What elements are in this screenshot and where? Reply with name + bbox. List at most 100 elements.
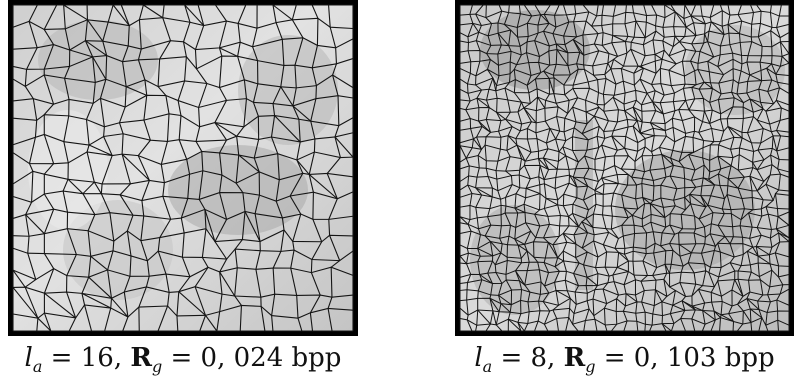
mesh-line xyxy=(81,4,96,332)
mesh-image-left xyxy=(8,0,358,336)
mesh-line xyxy=(498,294,512,306)
mesh-line xyxy=(244,211,261,242)
mesh-line xyxy=(547,242,559,258)
mesh-line xyxy=(507,135,518,146)
mesh-line xyxy=(477,248,493,257)
mesh-line xyxy=(674,11,687,28)
mesh-line xyxy=(727,24,740,34)
mesh-line xyxy=(63,4,88,21)
mesh-line xyxy=(459,216,469,225)
mesh-line xyxy=(771,63,777,75)
mesh-line xyxy=(308,174,338,200)
mesh-line xyxy=(727,126,743,139)
mesh-line xyxy=(776,228,790,239)
mesh-line xyxy=(157,4,172,332)
mesh-line xyxy=(475,4,484,332)
mesh-line xyxy=(755,246,770,256)
mesh-line xyxy=(43,4,58,332)
mesh-line xyxy=(517,322,525,332)
mesh-line xyxy=(37,317,52,332)
mesh-line xyxy=(664,264,670,274)
mesh-line xyxy=(308,4,323,332)
mesh-line xyxy=(573,176,588,187)
mesh-line xyxy=(238,154,260,173)
mesh-line xyxy=(601,177,619,184)
mesh-line xyxy=(642,197,651,204)
mesh-line xyxy=(618,252,629,262)
mesh-line xyxy=(252,4,266,332)
mesh-line xyxy=(214,4,228,332)
caption-left-rate: R xyxy=(130,343,152,373)
mesh-line xyxy=(538,158,549,170)
mesh-line xyxy=(214,122,237,137)
mesh-line xyxy=(724,236,731,245)
mesh-line xyxy=(514,207,526,213)
mesh-line xyxy=(617,266,629,272)
figure-right: la = 8, Rg = 0, 103 bpp xyxy=(455,0,794,376)
mesh-line xyxy=(717,155,732,167)
mesh-line xyxy=(780,41,790,54)
mesh-line xyxy=(472,23,480,33)
mesh-line xyxy=(700,195,709,206)
mesh-line xyxy=(635,20,646,38)
mesh-line xyxy=(652,101,664,115)
mesh-line xyxy=(746,298,760,310)
mesh-line xyxy=(334,136,354,158)
mesh-line xyxy=(720,314,734,322)
mesh-line xyxy=(44,292,76,319)
mesh-line xyxy=(143,4,164,19)
mesh-line xyxy=(578,226,588,234)
mesh-line xyxy=(777,216,790,226)
mesh-line xyxy=(654,54,663,60)
mesh-line xyxy=(556,49,569,66)
mesh-line xyxy=(690,15,706,25)
mesh-line xyxy=(678,243,692,254)
mesh-line xyxy=(88,276,112,299)
mesh-line xyxy=(707,4,716,332)
mesh-line xyxy=(81,292,111,309)
caption-left: la = 16, Rg = 0, 024 bpp xyxy=(8,338,358,387)
mesh-line xyxy=(90,255,108,271)
mesh-line xyxy=(520,101,525,109)
mesh-line xyxy=(492,77,497,91)
mesh-line xyxy=(176,4,191,332)
mesh-line xyxy=(473,138,482,150)
mesh-line xyxy=(586,276,598,286)
mesh-line xyxy=(704,33,709,42)
mesh-line xyxy=(672,304,686,311)
mesh-line xyxy=(632,107,643,123)
mesh-line xyxy=(69,49,93,58)
mesh-line xyxy=(539,165,545,180)
mesh-line xyxy=(508,318,522,332)
mesh-line xyxy=(219,47,238,57)
mesh-line xyxy=(703,81,713,89)
mesh-line xyxy=(25,214,45,235)
mesh-line xyxy=(742,310,752,323)
mesh-line xyxy=(280,86,294,107)
caption-right-rate-eq: = 0, 103 bpp xyxy=(595,343,775,373)
mesh-line xyxy=(610,4,620,332)
mesh-line xyxy=(496,112,506,120)
mesh-line xyxy=(623,207,633,216)
mesh-line xyxy=(734,279,744,297)
mesh-line xyxy=(479,274,493,284)
mesh-line xyxy=(637,65,644,69)
mesh-line xyxy=(681,300,696,311)
mesh-line xyxy=(590,4,600,332)
mesh-line xyxy=(649,4,658,332)
mesh-line xyxy=(646,93,654,103)
mesh-line xyxy=(674,35,680,42)
mesh-line xyxy=(630,4,639,332)
mesh-line xyxy=(624,110,638,121)
mesh-line xyxy=(490,241,502,254)
mesh-line xyxy=(552,4,561,332)
mesh-line xyxy=(746,4,755,332)
mesh-line xyxy=(650,122,666,131)
mesh-line xyxy=(296,159,310,175)
mesh-line xyxy=(749,98,764,110)
mesh-line xyxy=(62,4,77,332)
mesh-line xyxy=(489,298,500,313)
caption-right-rate: R xyxy=(563,343,586,373)
caption-left-var-eq: = 16, xyxy=(42,343,131,373)
mesh-line xyxy=(545,197,558,206)
